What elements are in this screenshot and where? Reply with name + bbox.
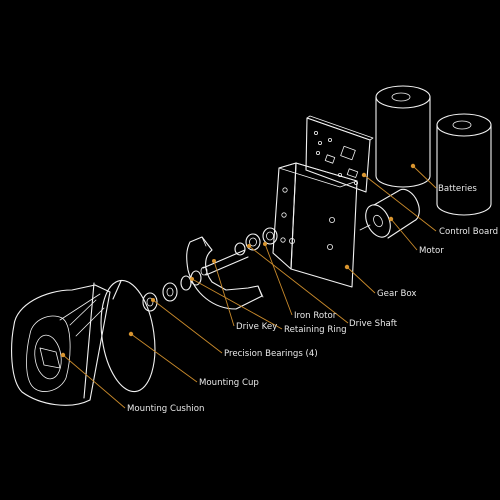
label-drive-key: Drive Key xyxy=(236,322,277,332)
callout-dot-mounting-cushion xyxy=(60,352,66,358)
gear-box xyxy=(272,162,358,288)
label-retaining-ring: Retaining Ring xyxy=(284,325,347,335)
callout-dot-retaining-ring xyxy=(190,277,194,281)
callout-dot-gear-box xyxy=(344,264,350,270)
callout-dot-drive-shaft xyxy=(247,244,251,248)
battery-left xyxy=(375,85,431,188)
motor xyxy=(359,188,420,239)
label-motor: Motor xyxy=(419,246,444,256)
callout-dot-mounting-cup xyxy=(128,331,134,337)
label-batteries: Batteries xyxy=(438,184,477,194)
label-gear-box: Gear Box xyxy=(377,289,416,299)
callout-dot-drive-key xyxy=(212,259,216,263)
label-precision-bearings: Precision Bearings (4) xyxy=(224,349,318,359)
rotor-bearing-set xyxy=(234,227,278,256)
label-mounting-cup: Mounting Cup xyxy=(199,378,259,388)
battery-right xyxy=(436,113,492,216)
mounting-cushion xyxy=(11,284,111,406)
callout-dots xyxy=(60,163,416,358)
label-drive-shaft: Drive Shaft xyxy=(349,319,398,329)
label-control-board: Control Board xyxy=(439,227,498,237)
labels: Batteries Control Board Motor Gear Box I… xyxy=(127,184,498,414)
callout-dot-iron-rotor xyxy=(263,242,267,246)
leader-lines xyxy=(62,165,437,409)
control-board xyxy=(305,115,374,193)
callout-dot-precision-bearings xyxy=(151,298,155,302)
callout-dot-motor xyxy=(388,216,394,222)
label-iron-rotor: Iron Rotor xyxy=(294,311,337,321)
callout-dot-batteries xyxy=(410,163,416,169)
label-mounting-cushion: Mounting Cushion xyxy=(127,404,204,414)
mounting-cup xyxy=(83,279,156,399)
precision-bearings-front xyxy=(142,282,178,312)
callout-dot-control-board xyxy=(361,172,367,178)
